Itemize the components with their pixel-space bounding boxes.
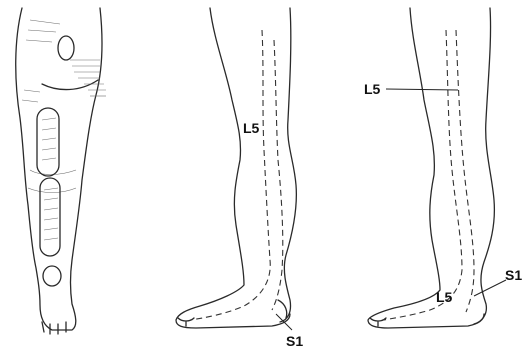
leg2-l5-boundary-b xyxy=(272,40,283,310)
leg2-back-outline xyxy=(280,8,296,322)
leg-figure-front xyxy=(16,8,106,334)
leg-figure-side-2: L5 L5 S1 xyxy=(364,8,522,328)
leg3-back-outline xyxy=(474,8,494,324)
leg3-l5-top-label: L5 xyxy=(364,81,381,97)
ankle-patch xyxy=(43,266,61,286)
leg3-front-outline xyxy=(368,8,484,328)
leg2-s1-label: S1 xyxy=(286,333,303,349)
leg3-l5-top-leader xyxy=(386,89,458,90)
leg3-boundary-a xyxy=(384,30,462,320)
hip-crease xyxy=(42,80,98,90)
leg3-s1-leader xyxy=(474,280,506,296)
shin-patch xyxy=(40,178,60,256)
leg2-l5-boundary-a xyxy=(190,30,270,320)
leg3-l5-bottom-label: L5 xyxy=(436,289,453,305)
thigh-upper-patch xyxy=(58,36,74,60)
leg2-front-outline xyxy=(176,8,290,328)
leg3-s1-label: S1 xyxy=(505,267,522,283)
leg-figure-side-1: L5 S1 xyxy=(176,8,303,349)
leg2-l5-label: L5 xyxy=(243,120,260,136)
toes-front xyxy=(42,322,66,334)
leg3-boundary-b xyxy=(456,30,474,312)
